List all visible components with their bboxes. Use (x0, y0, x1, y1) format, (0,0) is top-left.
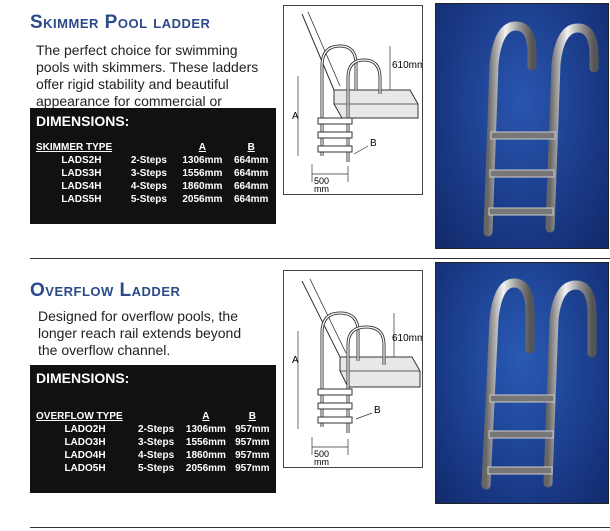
label-b: B (370, 138, 377, 149)
col-a: A (202, 410, 210, 422)
col-steps (129, 140, 176, 154)
label-height: 610mm (392, 60, 422, 71)
cell-a: 1306mm (182, 155, 223, 166)
overflow-dimensions-box: DIMENSIONS: OVERFLOW TYPE A B LADO2H 2-S… (30, 365, 276, 493)
cell-b: 957mm (235, 424, 270, 435)
cell-a: 1556mm (182, 168, 223, 179)
table-row: LADS5H 5-Steps 2056mm 664mm (34, 193, 274, 206)
table-row: LADO4H 4-Steps 1860mm 957mm (34, 449, 274, 462)
label-a: A (292, 111, 299, 122)
table-row: LADO3H 3-Steps 1556mm 957mm (34, 436, 274, 449)
ladder-diagram-drawing: A B 610mm 500 mm (292, 11, 425, 194)
cell-steps: 5-Steps (130, 194, 167, 205)
label-width: 500 (314, 176, 329, 186)
ladder-photo-image (481, 278, 597, 490)
skimmer-diagram: A B 610mm 500 mm (283, 5, 425, 195)
overflow-dimensions-table: OVERFLOW TYPE A B LADO2H 2-Steps 1306mm … (34, 409, 274, 475)
cell-b: 957mm (235, 450, 270, 461)
label-a: A (292, 355, 299, 366)
cell-b: 664mm (233, 194, 269, 205)
cell-type: LADO5H (64, 463, 106, 474)
skimmer-section: Skimmer Pool ladder The perfect choice f… (0, 0, 610, 260)
cell-type: LADS4H (61, 181, 102, 192)
skimmer-dimensions-box: DIMENSIONS: SKIMMER TYPE A B LADS2H 2-St… (30, 108, 276, 224)
cell-b: 957mm (235, 437, 270, 448)
cell-type: LADS3H (61, 168, 102, 179)
cell-type: LADO2H (64, 424, 106, 435)
cell-a: 2056mm (182, 194, 223, 205)
table-row: LADO5H 5-Steps 2056mm 957mm (34, 462, 274, 475)
skimmer-description: The perfect choice for swimming pools wi… (36, 42, 259, 126)
cell-steps: 4-Steps (138, 450, 175, 461)
skimmer-dimensions-heading: DIMENSIONS: (36, 113, 130, 129)
table-row: LADS4H 4-Steps 1860mm 664mm (34, 180, 274, 193)
overflow-title: Overflow Ladder (30, 280, 181, 301)
col-a: A (198, 141, 206, 153)
ladder-photo-image (483, 21, 599, 237)
overflow-dimensions-heading: DIMENSIONS: (36, 370, 130, 386)
label-width: 500 (314, 449, 329, 459)
cell-a: 1556mm (185, 437, 226, 448)
cell-type: LADS2H (61, 155, 102, 166)
cell-type: LADS5H (61, 194, 102, 205)
cell-steps: 3-Steps (130, 168, 167, 179)
cell-a: 1860mm (185, 450, 226, 461)
label-width-unit: mm (314, 184, 329, 194)
label-width-unit: mm (314, 457, 329, 467)
col-b: B (248, 410, 256, 422)
cell-steps: 2-Steps (138, 424, 175, 435)
table-header-row: OVERFLOW TYPE A B (34, 409, 274, 423)
table-header-row: SKIMMER TYPE A B (34, 140, 274, 154)
overflow-section: Overflow Ladder Designed for overflow po… (0, 262, 610, 531)
skimmer-dimensions-table: SKIMMER TYPE A B LADS2H 2-Steps 1306mm 6… (34, 140, 274, 206)
col-b: B (247, 141, 255, 153)
cell-b: 664mm (233, 168, 269, 179)
cell-type: LADO3H (64, 437, 106, 448)
cell-a: 1306mm (185, 424, 226, 435)
skimmer-title: Skimmer Pool ladder (30, 12, 211, 33)
label-b: B (374, 405, 381, 416)
cell-b: 957mm (235, 463, 270, 474)
table-row: LADS3H 3-Steps 1556mm 664mm (34, 167, 274, 180)
cell-b: 664mm (233, 181, 269, 192)
overflow-description: Designed for overflow pools, the longer … (38, 308, 242, 358)
cell-b: 664mm (233, 155, 269, 166)
col-steps (136, 409, 181, 423)
cell-steps: 5-Steps (138, 463, 175, 474)
section-divider (30, 258, 610, 259)
cell-steps: 4-Steps (130, 181, 167, 192)
overflow-diagram: A B 610mm 500 mm (283, 270, 425, 468)
label-height: 610mm (392, 333, 422, 344)
cell-a: 2056mm (185, 463, 226, 474)
ladder-diagram-drawing: A B 610mm 500 mm (292, 278, 425, 467)
overflow-ladder-photo (435, 262, 609, 504)
table-row: LADS2H 2-Steps 1306mm 664mm (34, 154, 274, 167)
cell-steps: 2-Steps (130, 155, 167, 166)
table-row: LADO2H 2-Steps 1306mm 957mm (34, 423, 274, 436)
col-type: OVERFLOW TYPE (36, 410, 123, 422)
skimmer-ladder-photo (435, 3, 609, 249)
cell-a: 1860mm (182, 181, 223, 192)
col-type: SKIMMER TYPE (36, 141, 113, 153)
cell-type: LADO4H (64, 450, 106, 461)
section-divider (30, 527, 610, 528)
cell-steps: 3-Steps (138, 437, 175, 448)
